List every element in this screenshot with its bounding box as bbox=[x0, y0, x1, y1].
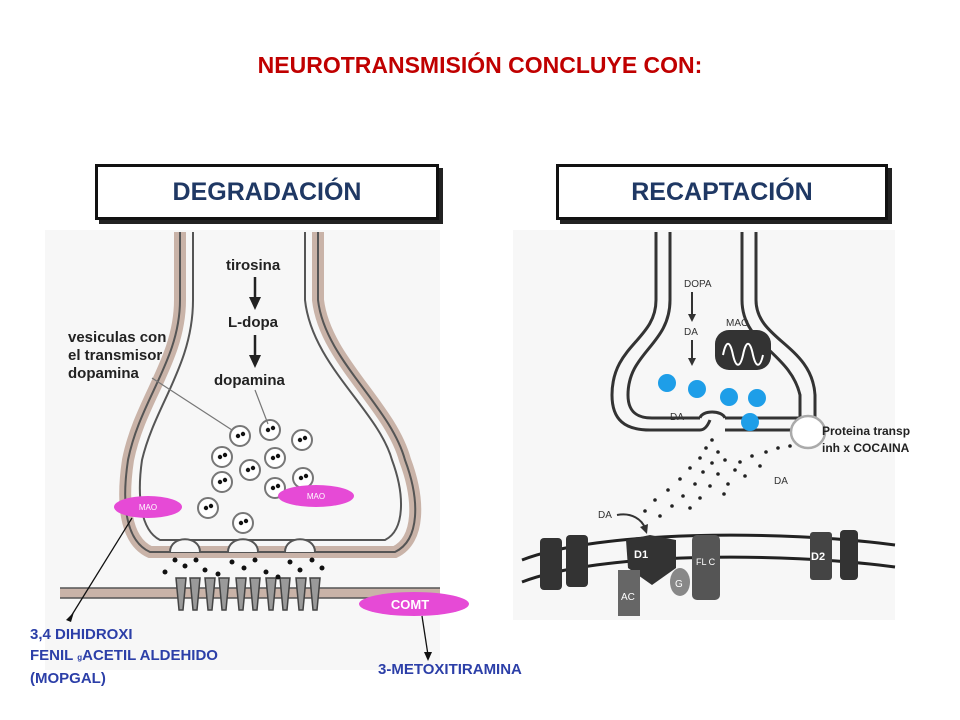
vesicles-label-line2: el transmisor bbox=[68, 347, 162, 364]
dopa-label: DOPA bbox=[684, 279, 712, 290]
mitochondrion bbox=[715, 330, 771, 370]
da-cleft-label: DA bbox=[774, 476, 788, 487]
vesicles-label-line1: vesiculas con bbox=[68, 329, 166, 346]
flc-label: FL C bbox=[696, 557, 716, 567]
mopgal-line1: 3,4 DIHIDROXI bbox=[30, 626, 133, 643]
da-receptor-label: DA bbox=[598, 510, 612, 521]
da-arrow-label: DA bbox=[684, 327, 698, 338]
mao-right-label: MAO bbox=[307, 492, 325, 501]
cleft-dopamine-dots bbox=[162, 557, 325, 580]
ac-label: AC bbox=[621, 592, 635, 603]
mao-arrow bbox=[69, 517, 133, 619]
release-sites bbox=[169, 538, 316, 553]
flc-protein bbox=[692, 535, 720, 600]
metoxitiramina-label: 3-METOXITIRAMINA bbox=[378, 661, 522, 678]
blue-dopamine-molecules bbox=[658, 374, 766, 431]
dopamina-label: dopamina bbox=[214, 372, 285, 389]
released-dopamine-dots bbox=[643, 438, 792, 518]
mao-left-ellipse bbox=[114, 496, 182, 518]
prot-line1: Proteina transp bbox=[822, 424, 911, 438]
page-title: NEUROTRANSMISIÓN CONCLUYE CON: bbox=[257, 52, 703, 78]
mao-left-label: MAO bbox=[139, 503, 157, 512]
d1-label: D1 bbox=[634, 549, 648, 561]
g-label: G bbox=[675, 579, 683, 590]
protein-transporter-label: Proteina transp inh x COCAINA bbox=[822, 423, 910, 457]
ldopa-label: L-dopa bbox=[228, 314, 279, 331]
d2-label: D2 bbox=[811, 551, 825, 563]
comt-arrow bbox=[421, 615, 429, 656]
transporter-protein bbox=[789, 414, 827, 450]
prot-line2: inh x COCAINA bbox=[822, 441, 910, 455]
d2-receptor bbox=[810, 532, 832, 580]
mopgal-line2: FENIL gACETIL ALDEHIDO bbox=[30, 647, 218, 664]
comt-label: COMT bbox=[391, 597, 429, 612]
tirosina-label: tirosina bbox=[226, 257, 281, 274]
vesicles-label-line3: dopamina bbox=[68, 365, 139, 382]
recaptacion-box: RECAPTACIÓN bbox=[556, 164, 888, 220]
mopgal-label: 3,4 DIHIDROXI FENIL gACETIL ALDEHIDO (MO… bbox=[30, 624, 218, 689]
g-protein bbox=[670, 568, 690, 596]
mopgal-line3: (MOPGAL) bbox=[30, 670, 106, 687]
receptors bbox=[175, 577, 321, 611]
ac-protein bbox=[618, 570, 640, 616]
comt-ellipse bbox=[359, 592, 469, 616]
da-inside-label: DA bbox=[670, 412, 684, 423]
mao-right-ellipse bbox=[278, 485, 354, 507]
mao-mito-label: MAO bbox=[726, 318, 749, 329]
degradacion-box: DEGRADACIÓN bbox=[95, 164, 439, 220]
